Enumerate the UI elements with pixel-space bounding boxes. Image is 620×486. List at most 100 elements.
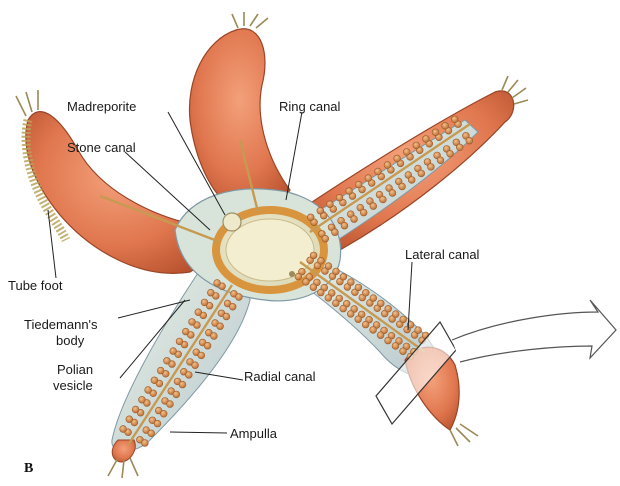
ampulla-bulb [377, 332, 384, 339]
ampulla-bulb [340, 305, 347, 312]
ampulla-bulb [211, 333, 218, 340]
ampulla-bulb [437, 157, 444, 164]
ampulla-bulb [392, 311, 399, 318]
label-ring-canal: Ring canal [279, 99, 341, 114]
ampulla-bulb [151, 377, 158, 384]
ampulla-bulb [148, 430, 155, 437]
ampulla-bulb [201, 299, 208, 306]
ampulla-bulb [176, 338, 183, 345]
ampulla-bulb [442, 122, 449, 129]
ampulla-bulb [423, 136, 430, 143]
ampulla-bulb [154, 420, 161, 427]
ampulla-bulb [164, 357, 171, 364]
ampulla-bulb [317, 289, 324, 296]
label-tiedemanns-body-1: Tiedemann's [24, 317, 98, 332]
ampulla-bulb [428, 164, 435, 171]
ampulla-bulb [327, 201, 334, 208]
ampulla-bulb [360, 209, 367, 216]
ampulla-bulb [185, 372, 192, 379]
ampulla-bulb [355, 284, 362, 291]
ampulla-bulb [347, 311, 354, 318]
pointer-arrow [452, 300, 616, 362]
label-lateral-canal: Lateral canal [405, 247, 480, 262]
arm-top [189, 29, 290, 207]
ampulla-bulb [322, 235, 329, 242]
ampulla-bulb [394, 155, 401, 162]
ampulla-bulb [418, 170, 425, 177]
ampulla-bulb [214, 280, 221, 287]
ampulla-bulb [351, 216, 358, 223]
ampulla-bulb [385, 337, 392, 344]
ampulla-bulb [317, 207, 324, 214]
ampulla-bulb [192, 362, 199, 369]
ampulla-bulb [355, 181, 362, 188]
ampulla-bulb [375, 168, 382, 175]
ampulla-bulb [229, 303, 236, 310]
ampulla-bulb [385, 305, 392, 312]
ampulla-bulb [415, 327, 422, 334]
ampulla-bulb [336, 194, 343, 201]
ampulla-bulb [370, 327, 377, 334]
ampulla-bulb [408, 177, 415, 184]
label-ampulla: Ampulla [230, 426, 278, 441]
ampulla-bulb [198, 352, 205, 359]
ampulla-bulb [223, 313, 230, 320]
ampulla-bulb [451, 116, 458, 123]
ampulla-bulb [399, 183, 406, 190]
ampulla-bulb [145, 387, 152, 394]
ampulla-bulb [195, 309, 202, 316]
ampulla-bulb [400, 316, 407, 323]
ampulla-bulb [341, 222, 348, 229]
ampulla-bulb [340, 273, 347, 280]
ampulla-bulb [348, 279, 355, 286]
ampulla-bulb [403, 149, 410, 156]
ampulla-bulb [126, 416, 133, 423]
ampulla-bulb [236, 294, 243, 301]
panel-letter: B [24, 461, 33, 476]
ampulla-bulb [456, 144, 463, 151]
ampulla-bulb [413, 142, 420, 149]
ampulla-bulb [362, 289, 369, 296]
ampulla-bulb [157, 367, 164, 374]
ampulla-bulb [325, 263, 332, 270]
ampulla-bulb [362, 321, 369, 328]
ampulla-bulb [207, 289, 214, 296]
ampulla-bulb [204, 342, 211, 349]
ampulla-bulb [310, 284, 317, 291]
ampulla-bulb [355, 316, 362, 323]
ampulla-bulb [466, 137, 473, 144]
label-madreporite: Madreporite [67, 99, 136, 114]
ampulla-bulb [370, 295, 377, 302]
madreporite-shape [223, 213, 241, 231]
ampulla-bulb [217, 323, 224, 330]
ampulla-bulb [370, 203, 377, 210]
ampulla-bulb [132, 406, 139, 413]
ampulla-bulb [447, 150, 454, 157]
ampulla-bulb [303, 279, 310, 286]
ampulla-bulb [173, 391, 180, 398]
label-tube-foot: Tube foot [8, 278, 63, 293]
ampulla-bulb [333, 268, 340, 275]
ampulla-bulb [182, 328, 189, 335]
ampulla-bulb [142, 440, 149, 447]
ampulla-bulb [389, 190, 396, 197]
ampulla-bulb [307, 214, 314, 221]
ampulla-bulb [139, 396, 146, 403]
ampulla-bulb [432, 129, 439, 136]
label-tiedemanns-body-2: body [56, 333, 85, 348]
label-stone-canal: Stone canal [67, 140, 136, 155]
label-radial-canal: Radial canal [244, 369, 316, 384]
ampulla-bulb [384, 162, 391, 169]
ampulla-bulb [160, 410, 167, 417]
ampulla-bulb [400, 348, 407, 355]
ampulla-bulb [325, 295, 332, 302]
ampulla-bulb [332, 300, 339, 307]
ampulla-bulb [377, 300, 384, 307]
ampulla-bulb [120, 426, 127, 433]
ampulla-bulb [392, 343, 399, 350]
ampulla-bulb [380, 196, 387, 203]
label-polian-vesicle-2: vesicle [53, 378, 93, 393]
ampulla-bulb [179, 381, 186, 388]
ampulla-bulb [167, 401, 174, 408]
